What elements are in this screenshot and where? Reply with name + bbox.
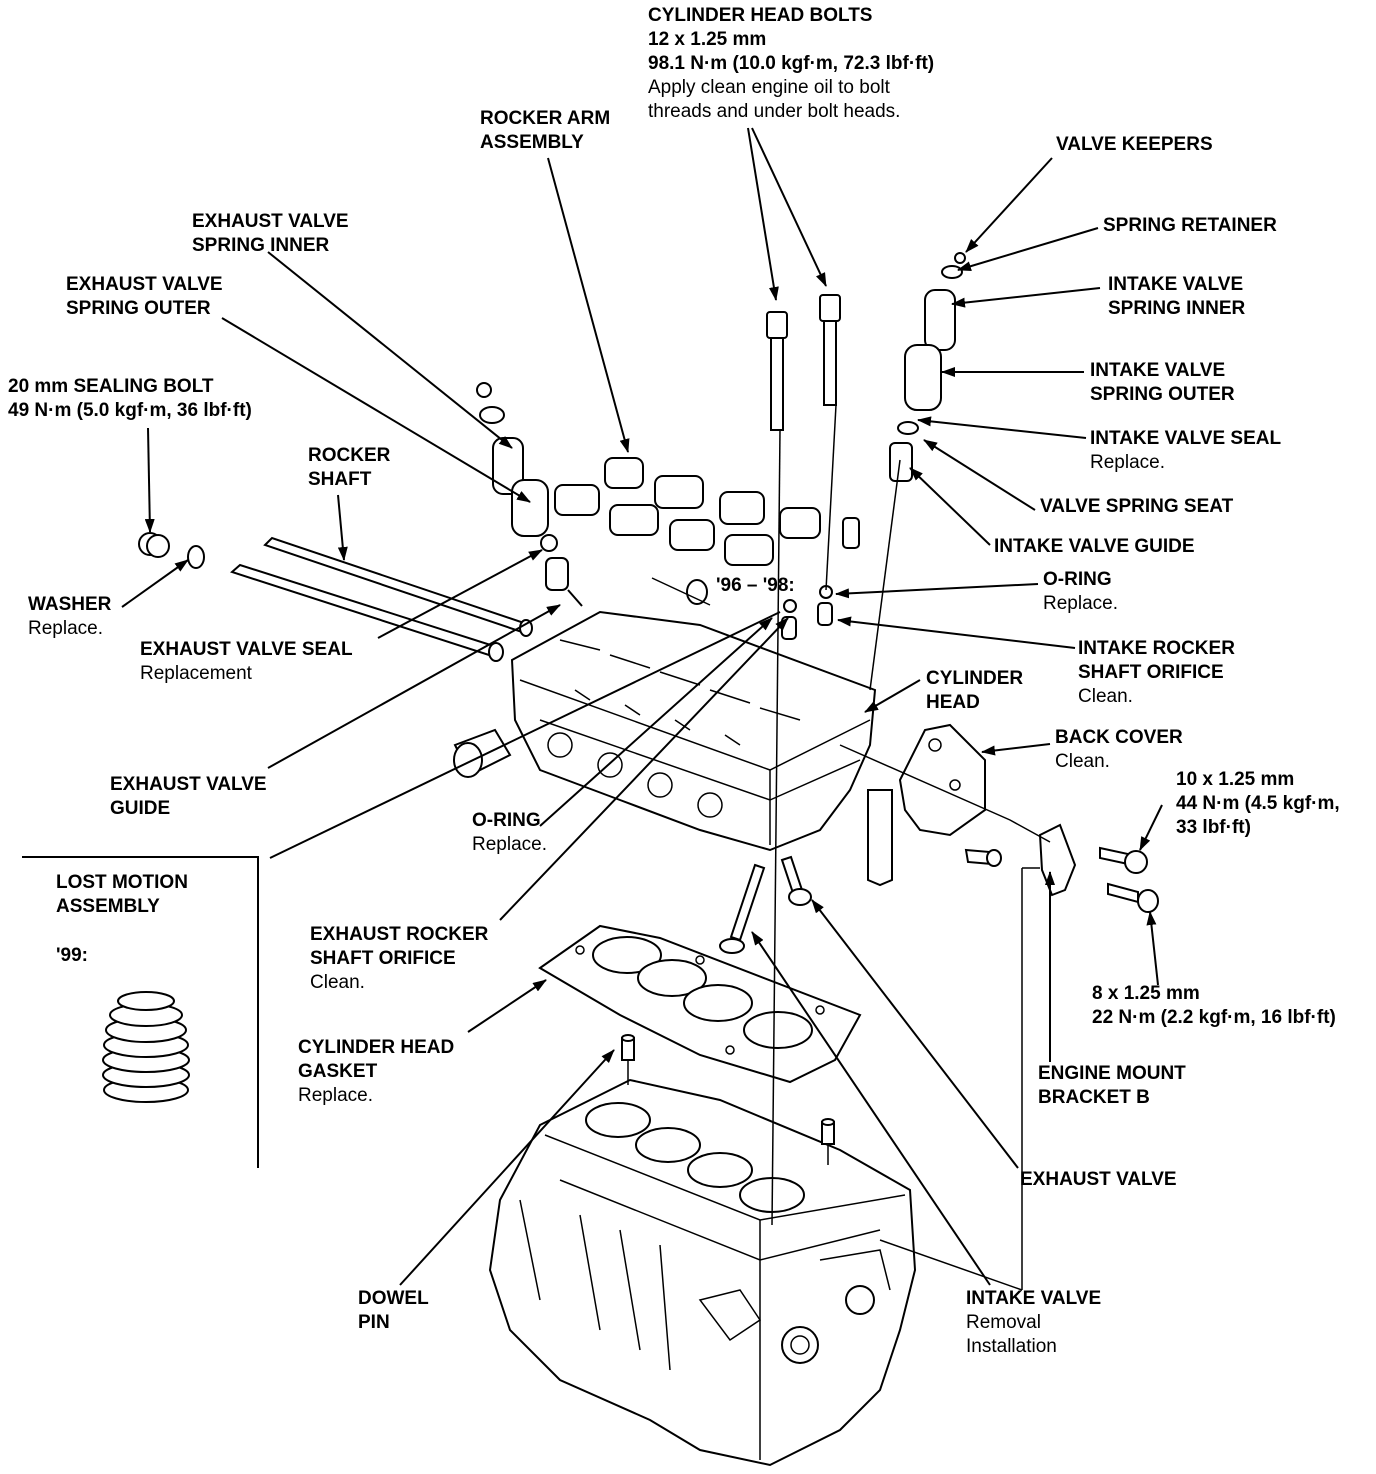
cylinder-head [453, 610, 877, 852]
label-exhaust-valve-guide: EXHAUST VALVE GUIDE [110, 774, 267, 819]
leader-lines [121, 127, 1163, 1286]
exhaust-valve-stack [476, 382, 583, 607]
label-intake-valve-seal: INTAKE VALVE SEAL Replace. [1090, 428, 1282, 473]
engine-mount-bracket [964, 823, 1159, 913]
cylinder-head-bolts [766, 294, 841, 431]
label-intake-rocker-shaft-orifice: INTAKE ROCKER SHAFT ORIFICE Clean. [1078, 638, 1235, 707]
back-cover [867, 723, 986, 887]
engine-block [488, 1078, 917, 1467]
label-years-96-98: '96 – '98: [716, 575, 795, 596]
small-parts [686, 517, 860, 640]
label-o-ring-mid: O-RING Replace. [472, 810, 547, 855]
label-intake-valve-guide: INTAKE VALVE GUIDE [994, 536, 1195, 557]
dowel-pins [621, 1034, 835, 1145]
label-valve-keepers: VALVE KEEPERS [1056, 134, 1213, 155]
label-exhaust-valve-spring-outer: EXHAUST VALVE SPRING OUTER [66, 274, 223, 319]
valves [719, 855, 812, 954]
alignment-lines [627, 404, 1051, 1291]
label-exhaust-rocker-shaft-orifice: EXHAUST ROCKER SHAFT ORIFICE Clean. [310, 924, 489, 993]
label-rocker-arm-assembly: ROCKER ARM ASSEMBLY [480, 108, 611, 153]
label-spring-retainer: SPRING RETAINER [1103, 215, 1277, 236]
label-year-99: '99: [56, 945, 88, 966]
label-exhaust-valve-seal: EXHAUST VALVE SEAL Replacement [140, 639, 353, 684]
label-intake-valve-spring-outer: INTAKE VALVE SPRING OUTER [1090, 360, 1235, 405]
label-bolt-8mm: 8 x 1.25 mm 22 N·m (2.2 kgf·m, 16 lbf·ft… [1092, 983, 1336, 1028]
label-bolt-10mm: 10 x 1.25 mm 44 N·m (4.5 kgf·m, 33 lbf·f… [1176, 769, 1340, 838]
cylinder-head-gasket [538, 924, 862, 1084]
label-o-ring-top: O-RING Replace. [1043, 569, 1118, 614]
label-exhaust-valve-spring-inner: EXHAUST VALVE SPRING INNER [192, 211, 349, 256]
label-back-cover: BACK COVER Clean. [1055, 727, 1183, 772]
label-sealing-bolt: 20 mm SEALING BOLT 49 N·m (5.0 kgf·m, 36… [8, 376, 252, 421]
sealing-bolt-washer [138, 532, 205, 569]
label-valve-spring-seat: VALVE SPRING SEAT [1040, 496, 1234, 517]
label-exhaust-valve: EXHAUST VALVE [1020, 1169, 1177, 1190]
label-lost-motion-assembly: LOST MOTION ASSEMBLY [56, 872, 188, 917]
label-intake-valve: INTAKE VALVE Removal Installation [966, 1288, 1102, 1357]
label-rocker-shaft: ROCKER SHAFT [308, 445, 391, 490]
lost-motion-inset [22, 856, 259, 1168]
label-dowel-pin: DOWEL PIN [358, 1288, 429, 1333]
label-cylinder-head: CYLINDER HEAD [926, 668, 1024, 713]
label-washer: WASHER Replace. [28, 594, 112, 639]
label-cylinder-head-gasket: CYLINDER HEAD GASKET Replace. [298, 1037, 455, 1106]
lost-motion-part [102, 991, 190, 1103]
label-intake-valve-spring-inner: INTAKE VALVE SPRING INNER [1108, 274, 1246, 319]
label-cylinder-head-bolts: CYLINDER HEAD BOLTS 12 x 1.25 mm 98.1 N·… [648, 5, 935, 122]
rocker-shafts [230, 536, 533, 662]
intake-valve-stack [889, 252, 966, 482]
rocker-arm-assembly [554, 457, 821, 566]
label-engine-mount-bracket-b: ENGINE MOUNT BRACKET B [1038, 1063, 1186, 1108]
